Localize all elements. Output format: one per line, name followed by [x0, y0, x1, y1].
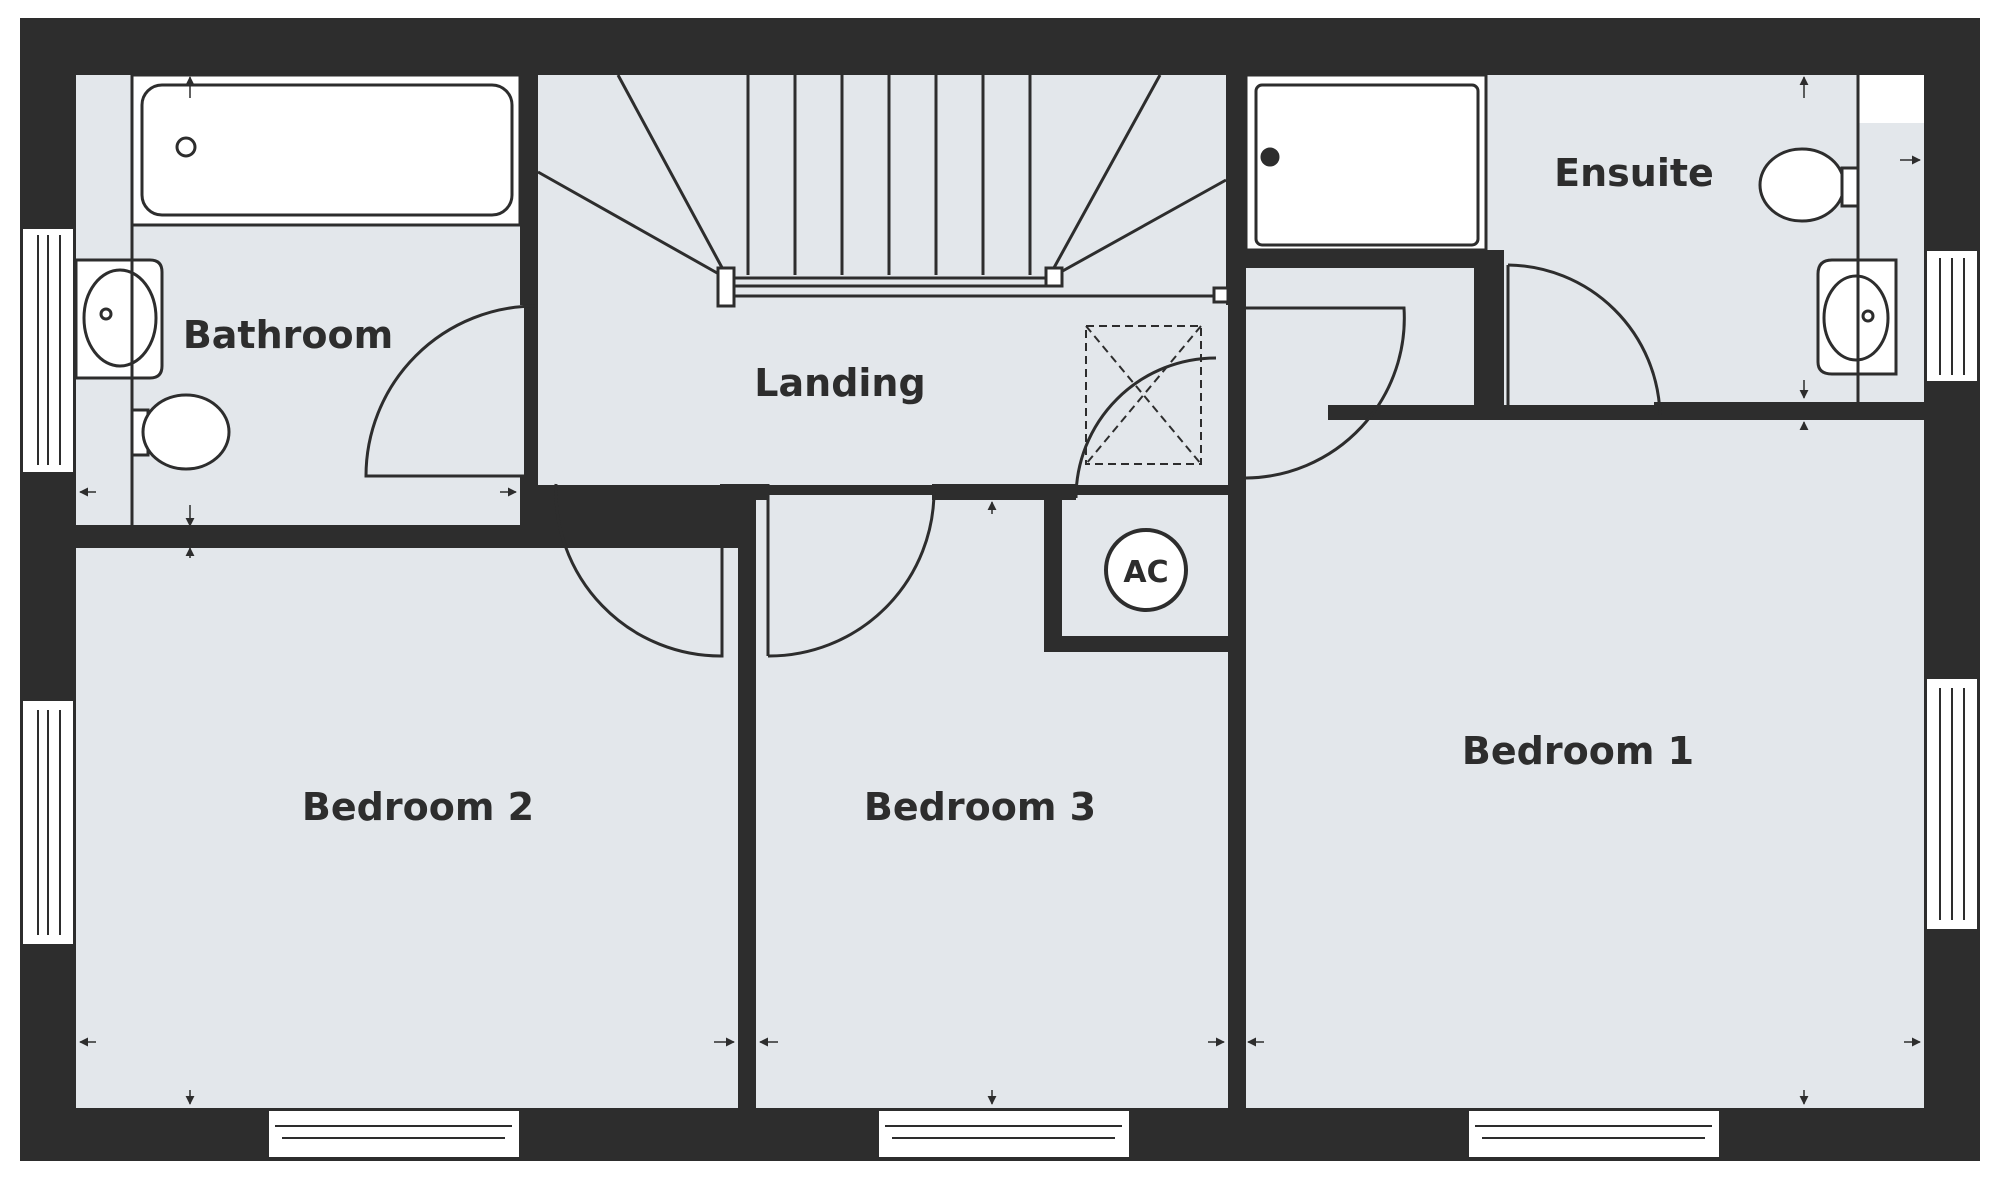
ensuite-wc [1758, 147, 1846, 223]
wc [141, 393, 231, 471]
loft-hatch [1085, 325, 1202, 465]
airing-cupboard-symbol [1104, 528, 1188, 612]
airing-cupboard: AC [1104, 528, 1188, 612]
room-label-ensuite: Ensuite [1554, 151, 1714, 195]
interior-walls [76, 75, 1924, 1108]
dimension-arrows [79, 76, 1921, 1105]
ensuite-fixtures [1244, 73, 1924, 402]
door-swings [364, 263, 1662, 658]
room-label-bedroom3: Bedroom 3 [864, 785, 1096, 829]
windows [21, 227, 1979, 1159]
bathroom-fixtures [74, 73, 522, 528]
room-label-bedroom1: Bedroom 1 [1462, 729, 1694, 773]
room-label-bedroom2: Bedroom 2 [302, 785, 534, 829]
floor-areas [76, 75, 1924, 1108]
room-label-bathroom: Bathroom [183, 313, 393, 357]
staircase [537, 74, 1230, 308]
airing-cupboard-label: AC [1123, 555, 1168, 590]
room-label-landing: Landing [754, 361, 925, 405]
